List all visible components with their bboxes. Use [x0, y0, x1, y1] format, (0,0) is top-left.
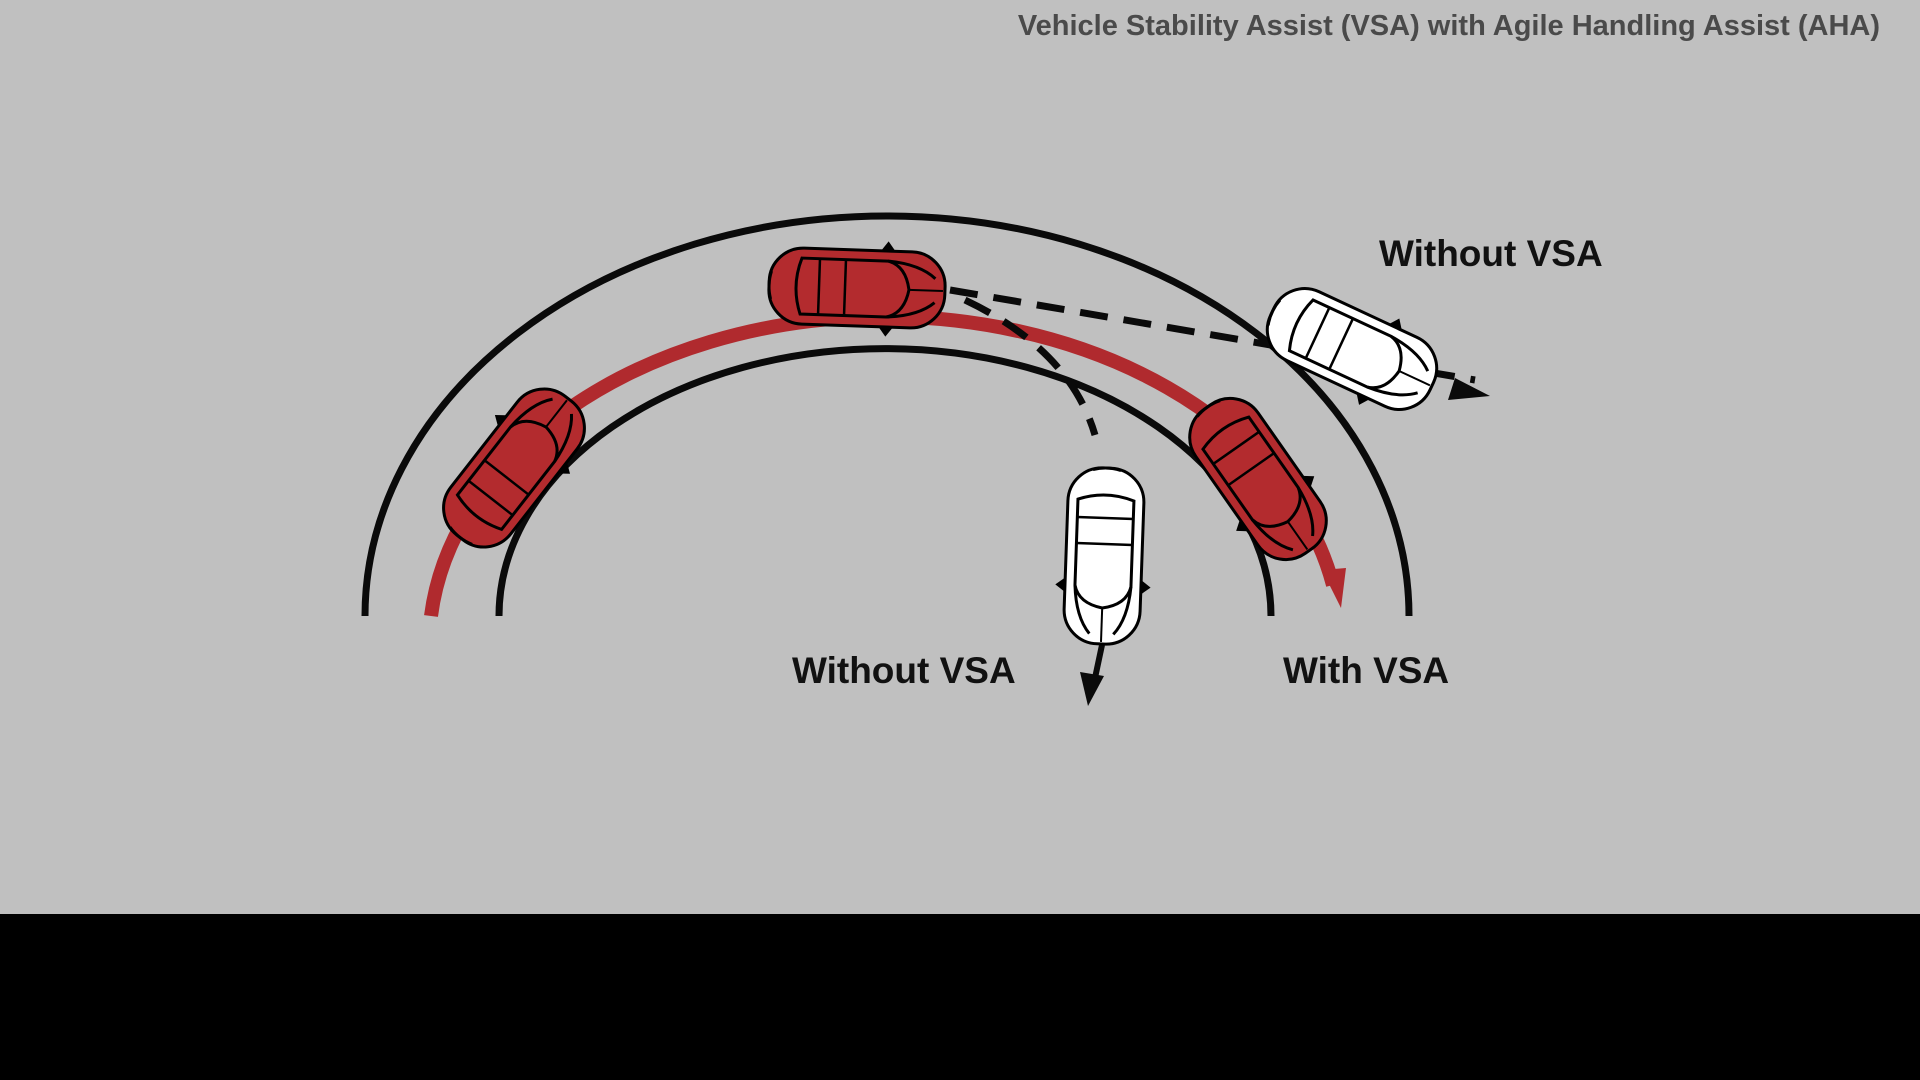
car-without-vsa-understeer — [1251, 268, 1453, 430]
oversteer-exit-line — [1092, 644, 1105, 679]
label-without-vsa-oversteer: Without VSA — [792, 650, 1016, 691]
vsa-diagram — [361, 212, 1490, 706]
vsa-arrowhead-icon — [1322, 568, 1346, 608]
dashed-oversteer-path — [963, 296, 1099, 436]
car-with-vsa-2 — [765, 237, 949, 339]
understeer-arrowhead-icon — [1448, 378, 1490, 400]
letterbox-bar — [0, 914, 1920, 1080]
label-without-vsa-understeer: Without VSA — [1379, 233, 1603, 274]
page-title: Vehicle Stability Assist (VSA) with Agil… — [1017, 10, 1880, 42]
diagram-stage: Vehicle Stability Assist (VSA) with Agil… — [0, 0, 1920, 914]
road-outer-edge — [361, 212, 1413, 617]
red-car-icon — [765, 237, 949, 339]
car-without-vsa-oversteer — [1053, 464, 1155, 648]
oversteer-arrowhead-icon — [1080, 672, 1104, 706]
label-with-vsa: With VSA — [1283, 650, 1450, 691]
white-car-icon — [1053, 464, 1155, 648]
white-car-icon — [1251, 268, 1453, 430]
